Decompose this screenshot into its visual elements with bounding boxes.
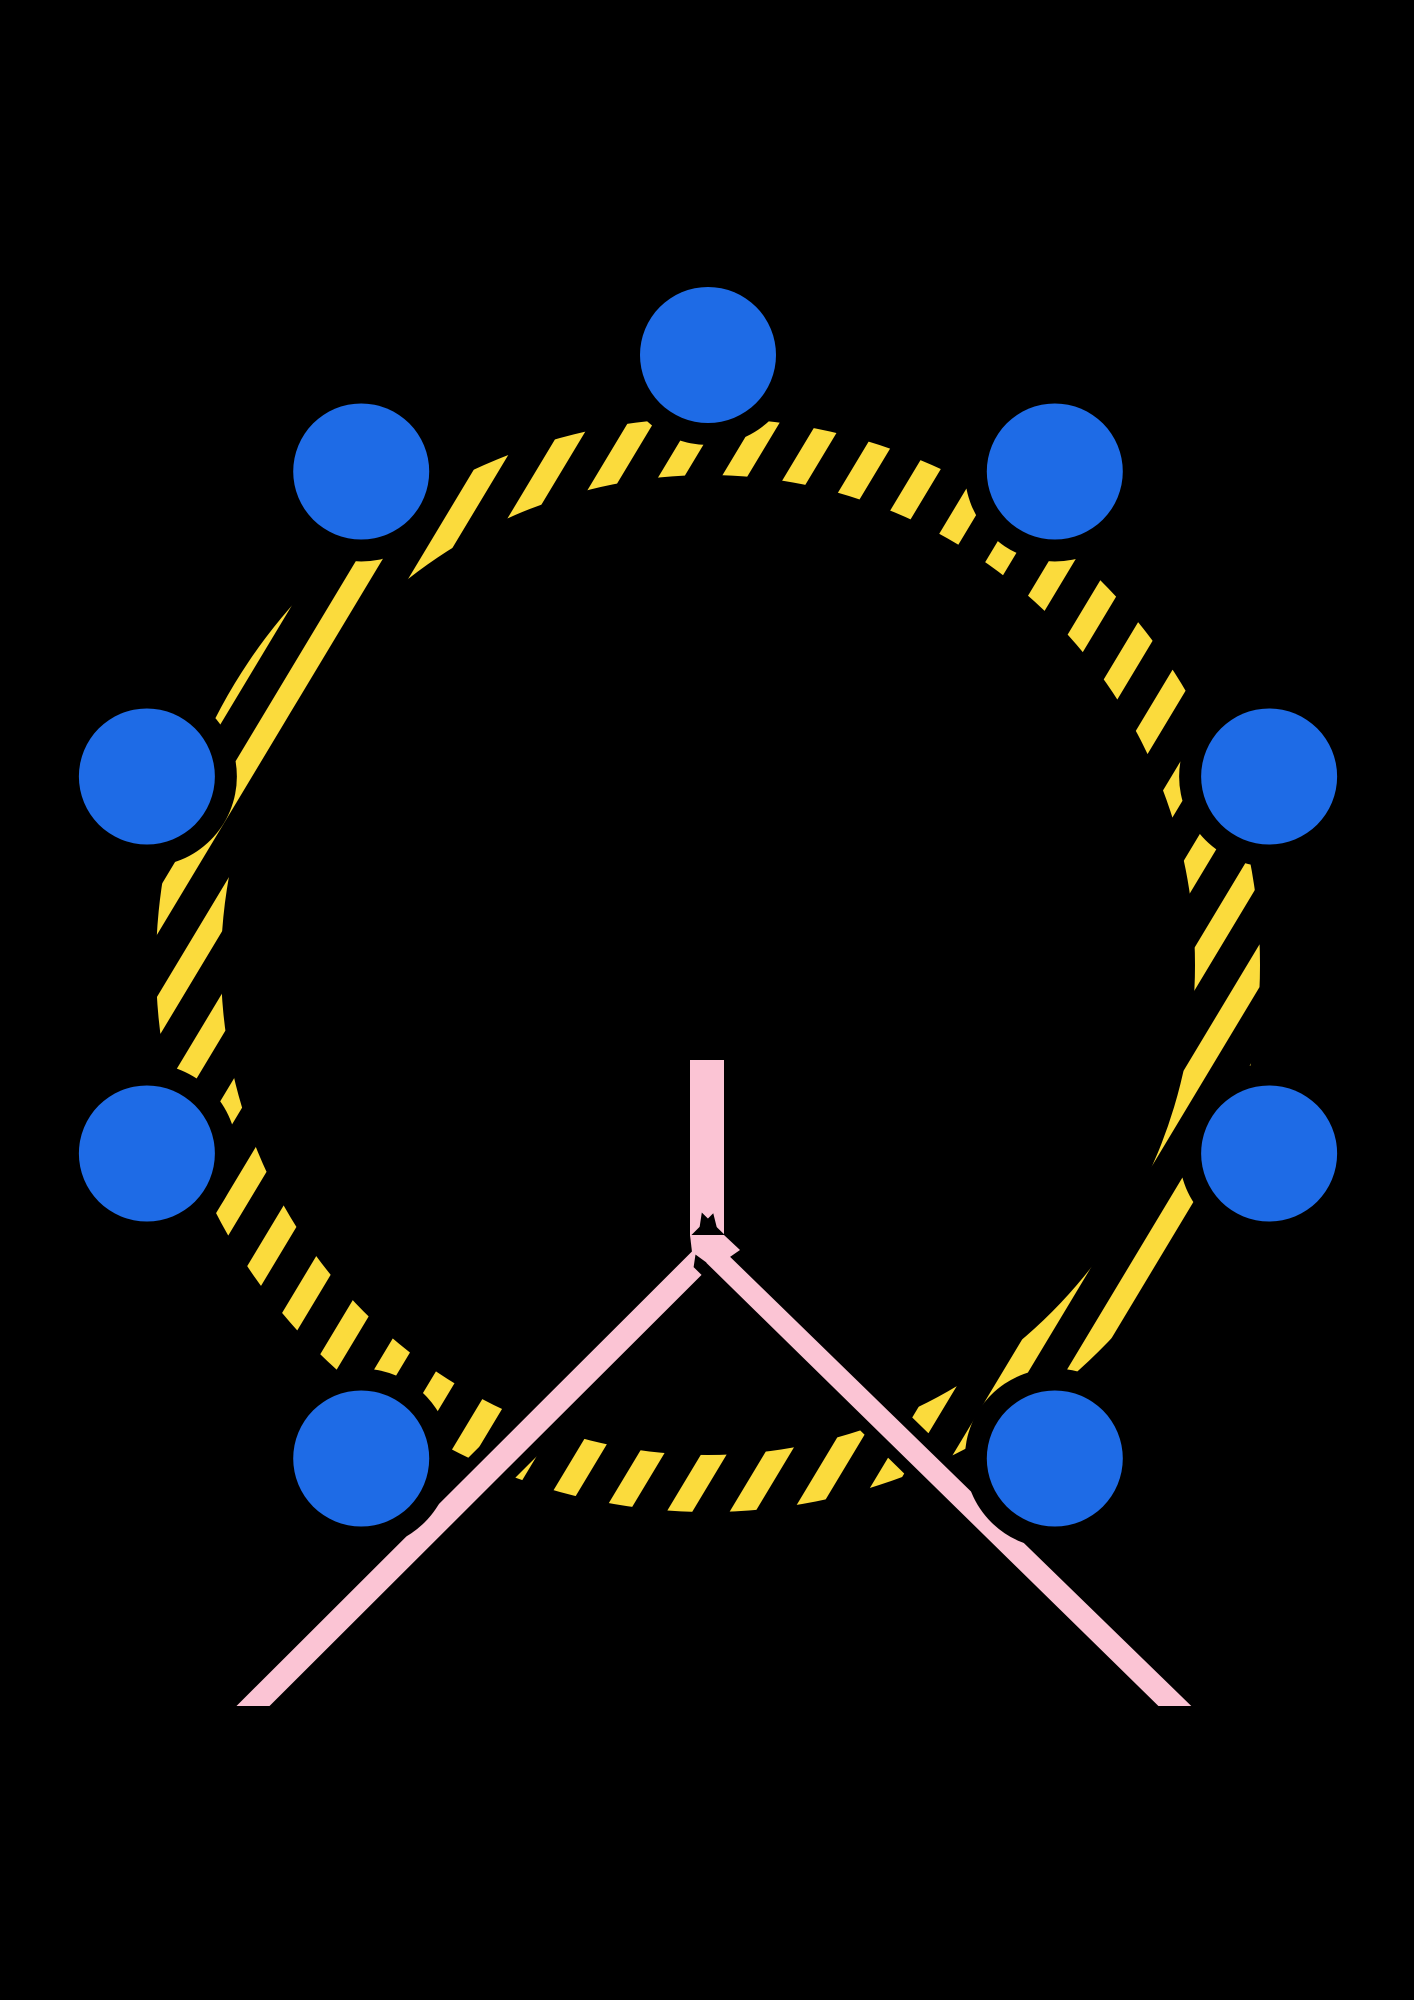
cabin-left-upper	[78, 708, 215, 845]
cabin-right-lower	[1201, 1085, 1338, 1222]
support-stand	[207, 1060, 1221, 1718]
cabin-left-lower	[78, 1085, 215, 1222]
cabin-top	[640, 287, 776, 423]
support-joint	[690, 1235, 740, 1268]
cabin-upper-right	[986, 403, 1123, 540]
cabins	[56, 265, 1360, 1549]
cabin-lower-right	[986, 1390, 1123, 1527]
cabin-upper-left	[293, 403, 430, 540]
cabin-right-upper	[1201, 708, 1338, 845]
cabin-lower-left	[293, 1390, 430, 1527]
